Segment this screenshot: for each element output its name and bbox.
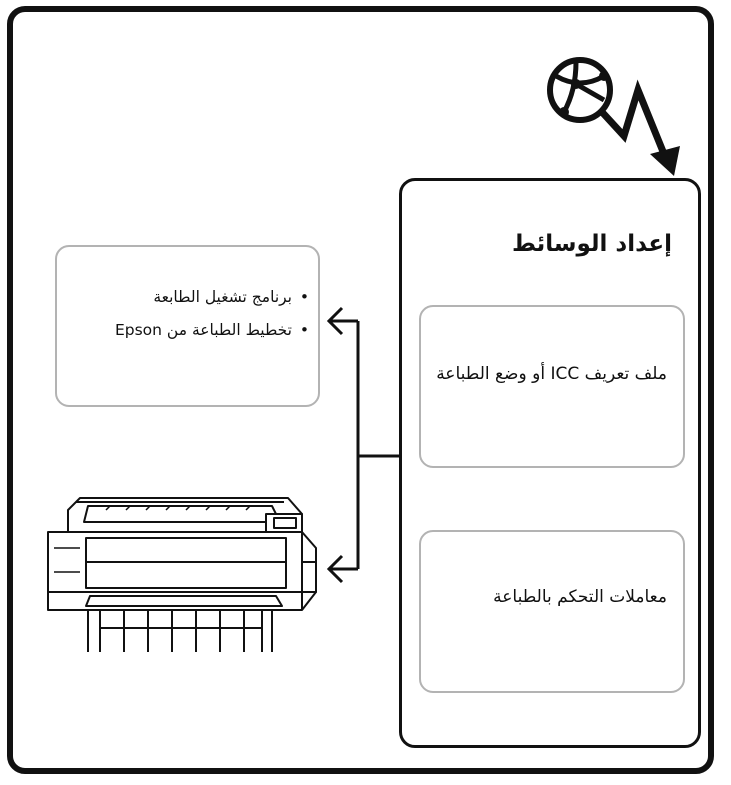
diagram-frame	[7, 6, 714, 774]
arrow-to-software	[326, 306, 344, 336]
media-settings-title: إعداد الوسائط	[511, 231, 672, 257]
arrow-to-printer	[326, 554, 344, 584]
large-format-printer-icon	[47, 497, 317, 652]
icc-profile-box: ملف تعريف ICC أو وضع الطباعة	[419, 305, 685, 468]
software-item-driver: برنامج تشغيل الطابعة	[115, 281, 309, 314]
globe-network-icon	[547, 57, 680, 176]
icc-profile-label: ملف تعريف ICC أو وضع الطباعة	[436, 364, 667, 384]
media-settings-panel: إعداد الوسائط ملف تعريف ICC أو وضع الطبا…	[399, 178, 701, 748]
software-item-layout: تخطيط الطباعة من Epson	[115, 314, 309, 347]
software-box: برنامج تشغيل الطابعة تخطيط الطباعة من Ep…	[55, 245, 320, 407]
software-list: برنامج تشغيل الطابعة تخطيط الطباعة من Ep…	[115, 281, 310, 347]
printer-control-label: معاملات التحكم بالطباعة	[493, 587, 667, 607]
printer-control-box: معاملات التحكم بالطباعة	[419, 530, 685, 693]
